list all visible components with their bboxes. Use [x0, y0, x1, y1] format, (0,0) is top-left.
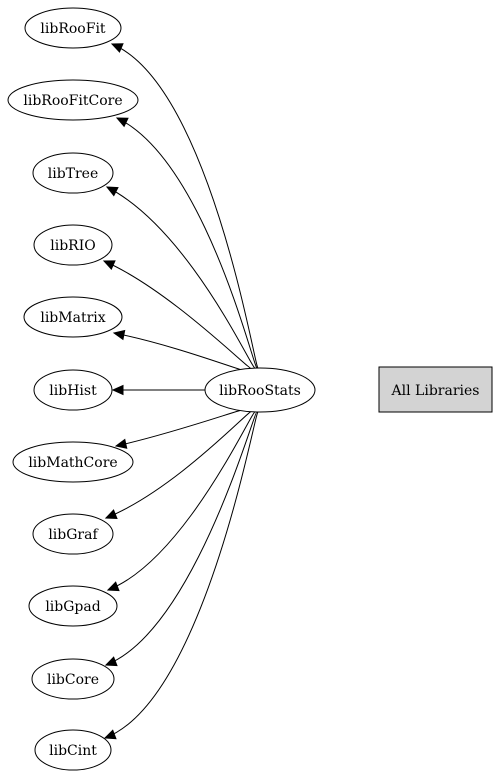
arrowhead-lib-roo-fit-core: [115, 117, 129, 128]
arrowhead-lib-cint: [103, 729, 117, 740]
edge-lib-matrix: [113, 332, 247, 372]
edge-lib-core: [105, 411, 258, 666]
arrowhead-lib-rio: [102, 260, 116, 271]
node-lib-rio-label: libRIO: [50, 238, 95, 254]
node-lib-graf-shape: [32, 513, 114, 555]
node-lib-core[interactable]: libCore: [31, 658, 115, 700]
node-lib-hist-shape: [33, 369, 113, 411]
node-lib-math-core-shape: [12, 441, 134, 483]
edge-lib-roo-fit: [111, 43, 259, 369]
node-lib-rio[interactable]: libRIO: [33, 224, 113, 266]
node-lib-rio-shape: [33, 224, 113, 266]
node-lib-math-core[interactable]: libMathCore: [12, 441, 134, 483]
arrowhead-lib-tree: [105, 186, 119, 197]
arrowhead-lib-matrix: [112, 329, 126, 341]
node-lib-gpad-label: libGpad: [45, 599, 100, 615]
node-lib-gpad[interactable]: libGpad: [28, 585, 118, 627]
node-librootstats[interactable]: libRooStats: [204, 367, 316, 413]
edge-lib-cint: [104, 411, 259, 739]
arrowhead-lib-gpad: [106, 581, 120, 592]
arrowhead-lib-graf: [104, 509, 118, 519]
node-lib-roo-fit-core-label: libRooFitCore: [23, 93, 122, 109]
arrowhead-lib-math-core: [114, 438, 128, 449]
node-librootstats-label: libRooStats: [219, 383, 301, 399]
all-libraries-box: [378, 366, 493, 413]
node-lib-tree-shape: [32, 152, 114, 194]
node-lib-core-label: libCore: [47, 672, 99, 688]
node-lib-cint-label: libCint: [49, 743, 97, 759]
node-lib-gpad-shape: [28, 585, 118, 627]
node-lib-roo-fit-shape: [24, 7, 122, 49]
arrowhead-lib-roo-fit: [110, 43, 124, 53]
node-lib-tree-label: libTree: [48, 166, 99, 182]
node-lib-graf[interactable]: libGraf: [32, 513, 114, 555]
edge-lib-rio: [103, 260, 253, 370]
node-lib-matrix-shape: [23, 296, 123, 338]
node-lib-roo-fit-core[interactable]: libRooFitCore: [7, 79, 139, 121]
node-lib-core-shape: [31, 658, 115, 700]
node-lib-roo-fit[interactable]: libRooFit: [24, 7, 122, 49]
node-lib-matrix[interactable]: libMatrix: [23, 296, 123, 338]
node-lib-matrix-label: libMatrix: [40, 310, 105, 326]
edge-lib-tree: [106, 186, 256, 369]
node-lib-tree[interactable]: libTree: [32, 152, 114, 194]
node-librootstats-shape: [204, 367, 316, 413]
node-lib-graf-label: libGraf: [48, 527, 99, 543]
edges-layer: [102, 43, 259, 740]
node-lib-roo-fit-label: libRooFit: [40, 21, 106, 37]
node-lib-hist[interactable]: libHist: [33, 369, 113, 411]
node-lib-cint-shape: [34, 729, 112, 771]
edge-lib-roo-fit-core: [116, 117, 258, 369]
all-libraries-node[interactable]: All Libraries: [378, 366, 493, 413]
edge-lib-gpad: [107, 411, 256, 591]
edge-lib-graf: [105, 410, 253, 519]
all-libraries-label: All Libraries: [391, 383, 480, 399]
nodes-layer: libRooFit libRooFitCore libTree libRIO libMa…: [7, 7, 139, 771]
node-lib-roo-fit-core-shape: [7, 79, 139, 121]
node-lib-hist-label: libHist: [49, 383, 97, 399]
arrowhead-lib-hist: [111, 384, 124, 396]
edge-lib-math-core: [115, 408, 247, 447]
node-lib-math-core-label: libMathCore: [28, 455, 117, 471]
node-lib-cint[interactable]: libCint: [34, 729, 112, 771]
arrowhead-lib-core: [104, 656, 118, 667]
